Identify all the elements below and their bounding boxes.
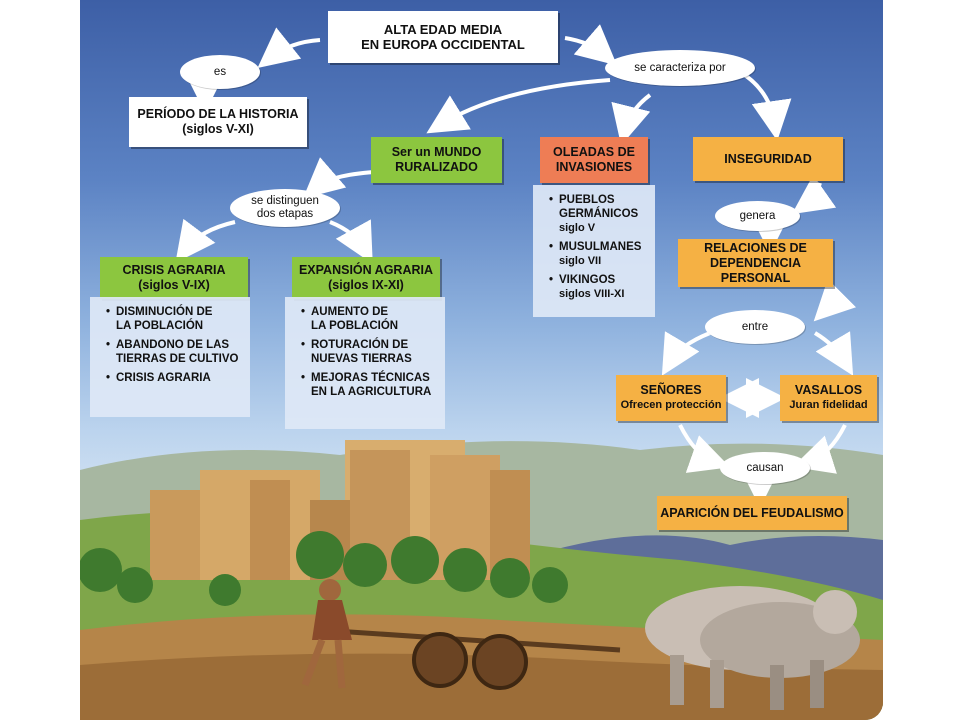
relaciones-dependencia-box: RELACIONES DE DEPENDENCIA PERSONAL [678, 239, 833, 287]
periodo-box: PERÍODO DE LA HISTORIA (siglos V-XI) [129, 97, 307, 147]
arrow-entre-to-vasallos [813, 331, 854, 376]
connector-es: es [180, 55, 260, 89]
oxen-illustration [645, 586, 860, 710]
arrow-to-crisis [175, 218, 236, 263]
arrow-to-expansion [329, 219, 373, 264]
arrow-title-to-caracteriza [564, 24, 618, 66]
connector-causan: causan [720, 452, 810, 484]
crisis-item: CRISIS AGRARIA [106, 371, 244, 385]
senores-name: SEÑORES [640, 383, 702, 397]
connector-se-caracteriza-por: se caracteriza por [605, 50, 755, 86]
expansion-item: MEJORAS TÉCNICAS EN LA AGRICULTURA [301, 371, 439, 399]
vasallos-box: VASALLOS Juran fidelidad [780, 375, 877, 421]
vasallos-name: VASALLOS [794, 383, 863, 397]
crisis-item: DISMINUCIÓN DE LA POBLACIÓN [106, 305, 244, 333]
expansion-items-list: AUMENTO DE LA POBLACIÓN ROTURACIÓN DE NU… [285, 297, 445, 429]
arrow-inseguridad-to-genera [791, 174, 837, 215]
vasallos-role: Juran fidelidad [789, 399, 868, 411]
crisis-items-list: DISMINUCIÓN DE LA POBLACIÓN ABANDONO DE … [90, 297, 250, 417]
arrow-to-ruralizado [426, 78, 611, 134]
arrow-ruralizado-to-etapas [302, 157, 376, 199]
expansion-item: ROTURACIÓN DE NUEVAS TIERRAS [301, 338, 439, 366]
arrow-entre-to-senores [661, 331, 711, 376]
crisis-item: ABANDONO DE LAS TIERRAS DE CULTIVO [106, 338, 244, 366]
connector-se-distinguen: se distinguen dos etapas [230, 189, 340, 227]
senores-box: SEÑORES Ofrecen protección [616, 375, 726, 421]
plough-illustration [319, 627, 621, 690]
expansion-agraria-box: EXPANSIÓN AGRARIA (siglos IX-XI) [292, 257, 440, 299]
arrow-title-to-es [257, 27, 321, 68]
arrow-senores-to-causan [678, 424, 731, 473]
concept-map-panel: ALTA EDAD MEDIA EN EUROPA OCCIDENTAL es … [80, 0, 883, 720]
tree-group [80, 531, 568, 606]
arrow-relaciones-to-entre [813, 278, 857, 322]
inseguridad-box: INSEGURIDAD [693, 137, 843, 181]
feudalismo-box: APARICIÓN DEL FEUDALISMO [657, 496, 847, 530]
arrow-to-oleadas [611, 93, 652, 146]
connector-genera: genera [715, 201, 800, 231]
oleadas-invasiones-box: OLEADAS DE INVASIONES [540, 137, 648, 183]
arrow-vasallos-to-causan [792, 424, 847, 474]
farmer-illustration [301, 579, 352, 689]
connector-entre: entre [705, 310, 805, 344]
mundo-ruralizado-box: Ser un MUNDO RURALIZADO [371, 137, 502, 183]
connector-arrows [175, 24, 857, 508]
crisis-agraria-box: CRISIS AGRARIA (siglos V-IX) [100, 257, 248, 299]
title-box: ALTA EDAD MEDIA EN EUROPA OCCIDENTAL [328, 11, 558, 63]
arrow-to-inseguridad [738, 70, 792, 141]
senores-role: Ofrecen protección [620, 399, 722, 411]
expansion-item: AUMENTO DE LA POBLACIÓN [301, 305, 439, 333]
